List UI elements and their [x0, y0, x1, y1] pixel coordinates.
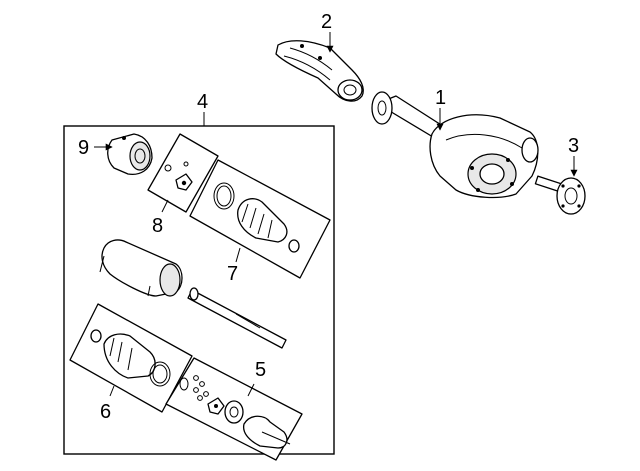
leader-6	[109, 385, 115, 397]
callout-2: 2	[321, 11, 332, 33]
callout-7: 7	[227, 263, 238, 285]
axle-shaft[interactable]	[187, 287, 287, 349]
boot-shield[interactable]	[99, 239, 183, 297]
output-flange-part[interactable]	[534, 175, 586, 215]
leader-8	[161, 199, 169, 213]
inner-joint-housing-part[interactable]	[107, 133, 153, 176]
axle-shaft-group-box	[63, 125, 335, 455]
callout-6: 6	[100, 401, 111, 423]
callout-8: 8	[152, 215, 163, 237]
callout-4: 4	[197, 91, 208, 113]
callout-3: 3	[568, 135, 579, 157]
leader-7	[235, 247, 241, 263]
callout-1: 1	[435, 87, 446, 109]
callout-5: 5	[255, 359, 266, 381]
leader-5	[247, 383, 255, 397]
outer-cv-joint-kit-part[interactable]	[165, 357, 303, 461]
inner-boot-kit-part[interactable]	[189, 159, 331, 279]
skid-plate-part[interactable]	[275, 40, 364, 102]
spider-kit-part[interactable]	[147, 133, 219, 213]
differential-housing-part[interactable]	[371, 91, 539, 199]
outer-boot-kit-part[interactable]	[69, 303, 193, 413]
callout-9: 9	[78, 137, 89, 159]
